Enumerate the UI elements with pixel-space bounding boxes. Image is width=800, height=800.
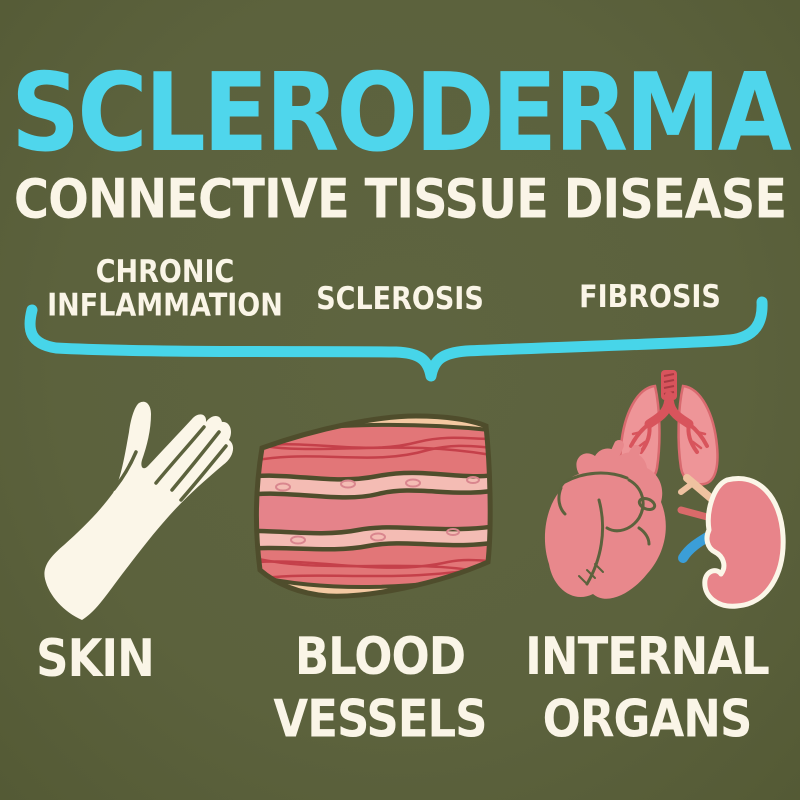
label-skin: SKIN <box>10 628 180 691</box>
label-line: INTERNAL <box>525 626 770 687</box>
internal-organs-icon <box>544 370 786 609</box>
mechanism-fibrosis: FIBROSIS <box>560 281 740 314</box>
brace-icon <box>24 296 768 382</box>
blood-vessel-icon <box>253 413 493 599</box>
mechanism-line: CHRONIC <box>95 254 235 291</box>
hand-skin-icon <box>44 401 234 620</box>
label-line: SKIN <box>36 628 155 689</box>
label-line: VESSELS <box>273 688 487 749</box>
heart-icon <box>544 440 666 599</box>
mechanism-line: SCLEROSIS <box>316 281 484 318</box>
label-line: ORGANS <box>542 688 753 749</box>
mechanism-sclerosis: SCLEROSIS <box>310 283 490 316</box>
mechanism-line: INFLAMMATION <box>47 288 283 324</box>
page-title: SCLERODERMA <box>11 50 792 176</box>
vessel-lumen <box>256 488 491 534</box>
label-blood-vessels: BLOOD VESSELS <box>263 626 497 751</box>
label-internal-organs: INTERNAL ORGANS <box>523 626 771 751</box>
mechanism-chronic-inflammation: CHRONIC INFLAMMATION <box>20 254 310 324</box>
mechanism-line: FIBROSIS <box>579 279 721 316</box>
endothelium-cells <box>256 469 491 553</box>
kidney-icon <box>677 474 786 609</box>
label-line: BLOOD <box>294 626 466 687</box>
subtitle: CONNECTIVE TISSUE DISEASE <box>13 167 787 232</box>
